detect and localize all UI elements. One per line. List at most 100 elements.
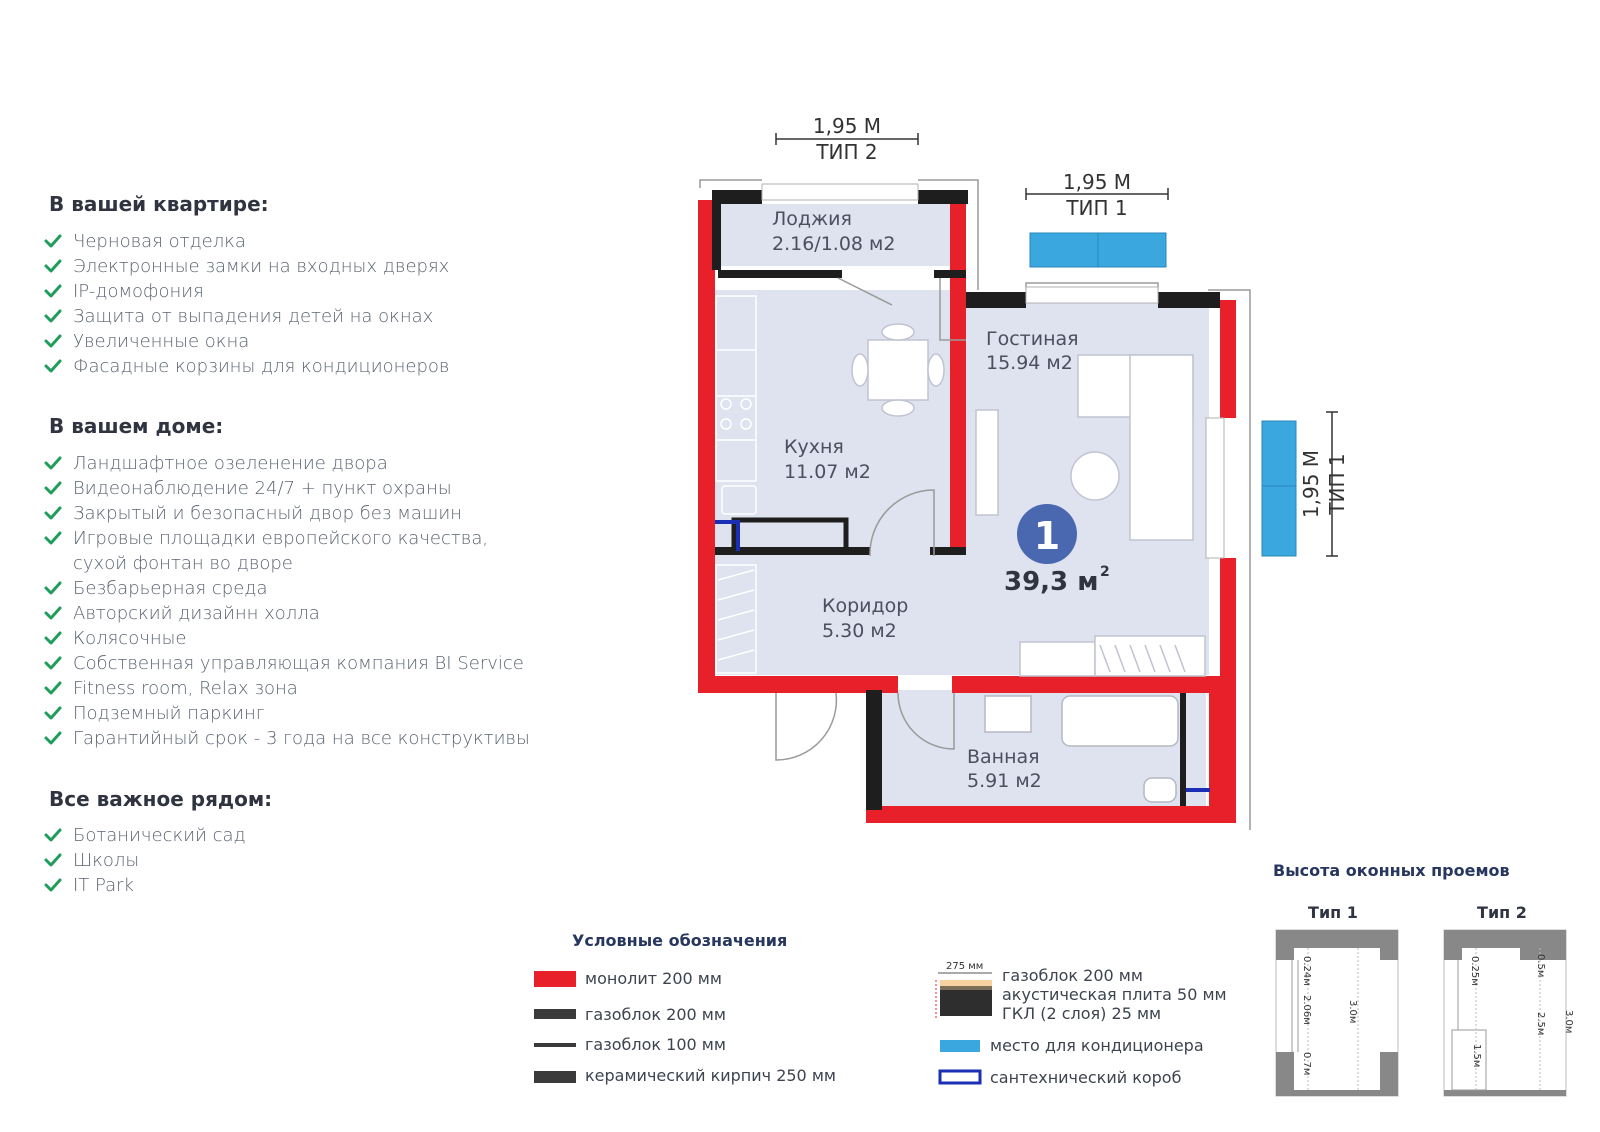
unit-total-area: 39,3 м xyxy=(1004,567,1098,597)
nearby-features-title: Все важное рядом: xyxy=(49,787,273,811)
feature-text: Авторский дизайнн холла xyxy=(73,603,320,624)
legend-swatch-plumbing xyxy=(938,1069,982,1085)
feature-item: Видеонаблюдение 24/7 + пункт охраны xyxy=(44,476,530,501)
window-heights-title: Высота оконных проемов xyxy=(1273,861,1510,880)
check-icon xyxy=(44,878,62,892)
room-name-loggia: Лоджия xyxy=(772,208,852,230)
feature-item: Закрытый и безопасный двор без машин xyxy=(44,501,530,526)
legend-composite-swatch xyxy=(935,972,992,1018)
dim-mid-value: 1,95 М xyxy=(1063,170,1131,194)
feature-text: Закрытый и безопасный двор без машин xyxy=(73,503,462,524)
feature-item: Подземный паркинг xyxy=(44,701,530,726)
feature-item: IP-домофония xyxy=(44,279,449,304)
window-type2-label-4: 2.5м xyxy=(1535,1012,1546,1035)
window-type2-label-1: 0.25м xyxy=(1469,956,1480,986)
legend-composite-line-1: газоблок 200 мм xyxy=(1002,966,1143,985)
check-icon xyxy=(44,531,62,545)
feature-item: Электронные замки на входных дверях xyxy=(44,254,449,279)
feature-item: Ботанический сад xyxy=(44,823,246,848)
room-area-corridor: 5.30 м2 xyxy=(822,620,897,642)
dim-right-value: 1,95 М xyxy=(1299,450,1323,518)
room-labels: Лоджия 2.16/1.08 м2 Кухня 11.07 м2 Гости… xyxy=(772,208,1079,792)
feature-text: Собственная управляющая компания BI Serv… xyxy=(73,653,524,674)
feature-item: Авторский дизайнн холла xyxy=(44,601,530,626)
feature-text: Электронные замки на входных дверях xyxy=(73,256,450,277)
feature-item: Гарантийный срок - 3 года на все констру… xyxy=(44,726,530,751)
check-icon xyxy=(44,481,62,495)
kitchen-units xyxy=(715,295,757,674)
living-furniture xyxy=(975,354,1206,677)
kitchen-counter xyxy=(731,517,849,553)
window-type1-label-3: 0.7м xyxy=(1301,1052,1312,1075)
room-name-bathroom: Ванная xyxy=(967,746,1040,768)
check-icon xyxy=(44,359,62,373)
window-type2-section xyxy=(1443,929,1567,1097)
feature-item: Ландшафтное озеленение двора xyxy=(44,451,530,476)
feature-text: Безбарьерная среда xyxy=(73,578,268,599)
feature-text: Увеличенные окна xyxy=(73,331,250,352)
feature-item: Игровые площадки европейского качества, xyxy=(44,526,530,551)
feature-text: Фасадные корзины для кондиционеров xyxy=(73,356,450,377)
check-icon xyxy=(44,853,62,867)
feature-item: Фасадные корзины для кондиционеров xyxy=(44,354,449,379)
legend-composite-dim: 275 мм xyxy=(946,961,983,972)
ac-places xyxy=(1029,232,1297,557)
window-type1-label-2: 2.06м xyxy=(1301,995,1312,1025)
feature-item: Fitness room, Relax зона xyxy=(44,676,530,701)
check-icon xyxy=(44,456,62,470)
bath-fixtures xyxy=(984,695,1179,803)
check-icon xyxy=(44,681,62,695)
feature-item: Школы xyxy=(44,848,246,873)
legend-label-plumbing: сантехнический короб xyxy=(990,1068,1181,1087)
check-icon xyxy=(44,706,62,720)
check-icon xyxy=(44,631,62,645)
room-area-loggia: 2.16/1.08 м2 xyxy=(772,233,895,255)
window-type2-label-3: 1.5м xyxy=(1471,1044,1482,1067)
check-icon xyxy=(44,334,62,348)
feature-text: Fitness room, Relax зона xyxy=(73,678,298,699)
legend-swatch-monolith xyxy=(534,971,576,987)
unit-badge xyxy=(1017,504,1077,564)
feature-text: Игровые площадки европейского качества, xyxy=(73,528,489,549)
check-icon xyxy=(44,284,62,298)
room-name-kitchen: Кухня xyxy=(784,436,844,458)
feature-item: Безбарьерная среда xyxy=(44,576,530,601)
feature-item: Черновая отделка xyxy=(44,229,449,254)
monolith-walls xyxy=(698,200,1236,823)
feature-text: IP-домофония xyxy=(73,281,204,302)
floor-area xyxy=(712,204,1209,810)
legend-label-brick: керамический кирпич 250 мм xyxy=(585,1066,836,1085)
feature-text: Видеонаблюдение 24/7 + пункт охраны xyxy=(73,478,452,499)
check-icon xyxy=(44,828,62,842)
window-type1-label-4: 3.0м xyxy=(1347,1000,1358,1023)
door-swings xyxy=(775,277,966,761)
feature-text: Защита от выпадения детей на окнах xyxy=(73,306,434,327)
feature-item: Увеличенные окна xyxy=(44,329,449,354)
house-features-title: В вашем доме: xyxy=(49,414,224,438)
room-name-living: Гостиная xyxy=(986,328,1079,350)
window-type1-title: Тип 1 xyxy=(1308,903,1358,922)
dining-table xyxy=(851,323,945,417)
legend-composite-line-2: акустическая плита 50 мм xyxy=(1002,985,1227,1004)
outer-outline xyxy=(699,179,1251,830)
feature-text: Ботанический сад xyxy=(73,825,246,846)
feature-text: IT Park xyxy=(73,875,134,896)
room-name-corridor: Коридор xyxy=(822,595,908,617)
check-icon xyxy=(44,731,62,745)
check-icon xyxy=(44,259,62,273)
check-icon xyxy=(44,309,62,323)
window-type2-label-5: 3.0м xyxy=(1563,1010,1574,1033)
legend-label-gasblock100: газоблок 100 мм xyxy=(585,1035,726,1054)
feature-item: сухой фонтан во дворе xyxy=(44,551,530,576)
feature-text: Черновая отделка xyxy=(73,231,246,252)
room-area-living: 15.94 м2 xyxy=(986,352,1073,374)
dim-top-type: ТИП 2 xyxy=(815,140,877,164)
window-type1-section xyxy=(1275,929,1399,1097)
feature-text: Школы xyxy=(73,850,140,871)
dim-top-value: 1,95 М xyxy=(813,114,881,138)
check-icon xyxy=(44,506,62,520)
legend-label-gasblock200: газоблок 200 мм xyxy=(585,1005,726,1024)
